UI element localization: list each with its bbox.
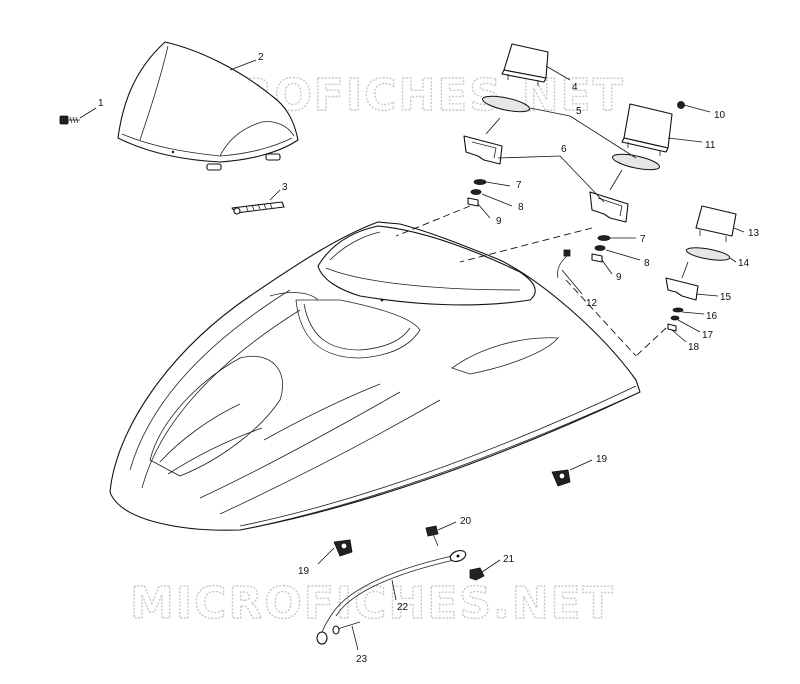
part-6-brackets [463,135,629,223]
part-2-windshield [117,41,299,171]
callout-14: 14 [738,258,750,269]
callout-19a: 19 [596,454,608,465]
callout-10: 10 [714,110,726,121]
callout-4: 4 [572,82,578,93]
callout-20: 20 [460,516,472,527]
callout-5: 5 [576,106,582,117]
part-13-gauge [695,205,737,242]
hood [109,221,641,531]
callout-1: 1 [98,98,104,109]
part-10-screw [677,101,685,109]
part-20-bolt [425,525,439,547]
callout-7b: 7 [640,234,646,245]
part-19-clip-left [333,539,353,557]
part-12-wire [557,249,571,279]
callout-3: 3 [282,182,288,193]
watermark-bottom: MICROFICHES.NET [130,578,615,629]
part-15-bracket [665,277,699,301]
callout-11: 11 [705,140,716,151]
callout-23: 23 [356,654,368,665]
callout-13: 13 [748,228,760,239]
leader-lines [79,59,745,651]
callout-22: 22 [397,602,409,613]
part-4-gauge [501,43,549,86]
callout-18: 18 [688,342,700,353]
part-5-bezel-rings [481,95,661,171]
callout-8b: 8 [644,258,650,269]
part-11-gauge [621,103,673,156]
part-19-clip-right [551,469,571,487]
part-21-nut [469,567,485,581]
callout-15: 15 [720,292,732,303]
part-23-pin [332,621,361,635]
callout-17: 17 [702,330,714,341]
callout-9a: 9 [496,216,502,227]
part-7-8-9-fasteners-a [467,179,487,207]
part-16-17-18-fasteners [667,307,684,332]
callout-12: 12 [586,298,598,309]
callout-8a: 8 [518,202,524,213]
callout-numbers: 1 2 3 4 5 6 7 8 9 10 11 7 8 9 12 13 14 1… [98,52,760,665]
callout-9b: 9 [616,272,622,283]
part-1-screw [59,115,80,125]
part-7-8-9-fasteners-b [591,235,611,263]
part-14-ring [685,247,731,261]
part-3-strip [231,201,285,215]
callout-19b: 19 [298,566,310,577]
callout-21: 21 [503,554,515,565]
callout-6: 6 [561,144,567,155]
part-22-tether [316,550,467,645]
callout-2: 2 [258,52,264,63]
callout-7a: 7 [516,180,522,191]
callout-16: 16 [706,311,718,322]
